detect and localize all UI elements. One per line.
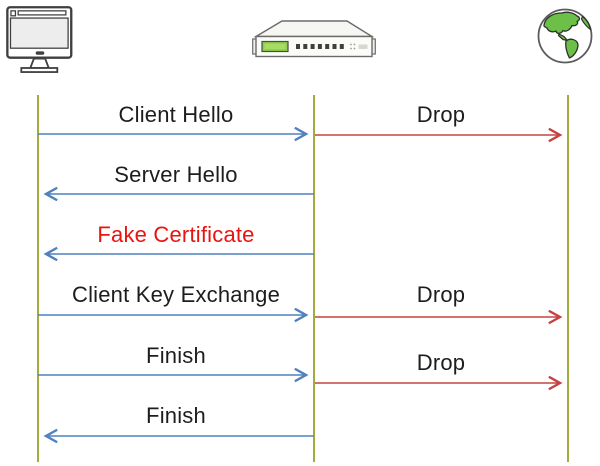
- label-client-key-exchange: Client Key Exchange: [71, 282, 281, 307]
- label-finish-2: Finish: [146, 403, 206, 428]
- desktop-computer-icon: [6, 6, 73, 73]
- label-client-hello: Client Hello: [118, 102, 234, 127]
- label-fake-certificate: Fake Certificate: [97, 222, 255, 247]
- label-finish-1: Finish: [146, 343, 206, 368]
- rack-server-icon: [252, 20, 376, 58]
- label-drop-3: Drop: [416, 350, 466, 375]
- label-drop-2: Drop: [416, 282, 466, 307]
- globe-icon: [537, 8, 593, 64]
- middlebox-actor: [252, 19, 376, 63]
- label-server-hello: Server Hello: [114, 162, 238, 187]
- internet-actor: [536, 7, 594, 65]
- label-drop-1: Drop: [416, 102, 466, 127]
- client-actor: [6, 4, 78, 78]
